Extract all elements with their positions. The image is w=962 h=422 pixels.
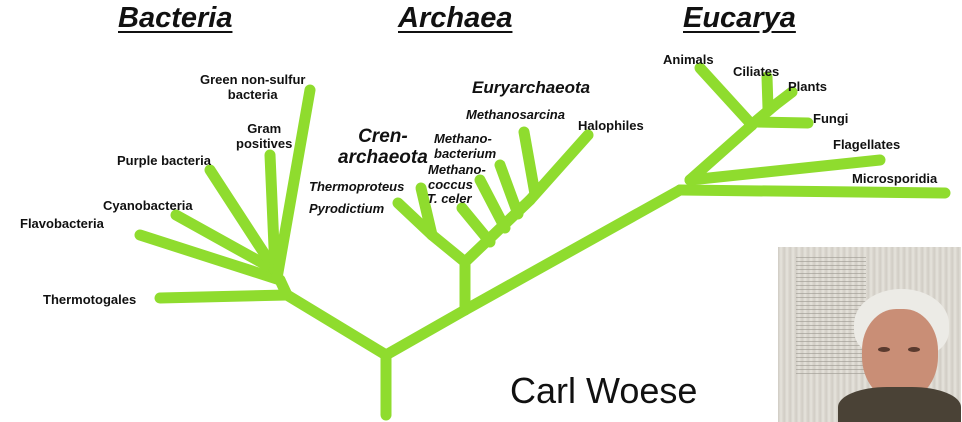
leaf-animals: Animals (663, 52, 714, 67)
leaf-flagellates: Flagellates (833, 137, 900, 152)
main-branch-bacteria (287, 295, 386, 355)
branch-t-celer (462, 208, 490, 242)
branch-thermotogales (160, 295, 287, 298)
leaf-cyanobacteria: Cyanobacteria (103, 198, 193, 213)
domain-bacteria-heading: Bacteria (118, 2, 232, 35)
leaf-purple-bacteria: Purple bacteria (117, 153, 211, 168)
leaf-pyrodictium: Pyrodictium (309, 201, 384, 216)
leaf-methanobacterium: Methano- bacterium (434, 131, 496, 161)
leaf-thermotogales: Thermotogales (43, 292, 136, 307)
leaf-t-celer: T. celer (427, 191, 472, 206)
domain-archaea-heading: Archaea (398, 2, 512, 35)
leaf-flavobacteria: Flavobacteria (20, 216, 104, 231)
portrait-photo (778, 247, 961, 422)
leaf-green-non-sulfur-bacteria: Green non-sulfur bacteria (200, 72, 305, 102)
leaf-methanococcus: Methano- coccus (428, 162, 486, 192)
portrait-caption: Carl Woese (510, 370, 697, 412)
leaf-methanosarcina: Methanosarcina (466, 107, 565, 122)
leaf-thermoproteus: Thermoproteus (309, 179, 404, 194)
branch-crenarchaeota (432, 235, 465, 262)
branch-methanobacterium (500, 165, 518, 214)
leaf-gram-positives: Gram positives (236, 121, 292, 151)
domain-eucarya-heading: Eucarya (683, 2, 796, 35)
group-euryarchaeota: Euryarchaeota (472, 78, 590, 98)
group-crenarchaeota: Cren- archaeota (338, 126, 428, 168)
leaf-halophiles: Halophiles (578, 118, 644, 133)
branch-gram-positives (270, 155, 275, 270)
branch-methanosarcina (524, 132, 535, 194)
branch-microsporidia (680, 190, 945, 193)
branch-ciliates (767, 77, 768, 108)
leaf-microsporidia: Microsporidia (852, 171, 937, 186)
leaf-fungi: Fungi (813, 111, 848, 126)
leaf-ciliates: Ciliates (733, 64, 779, 79)
branch-green-non-sulfur (277, 90, 310, 278)
leaf-plants: Plants (788, 79, 827, 94)
